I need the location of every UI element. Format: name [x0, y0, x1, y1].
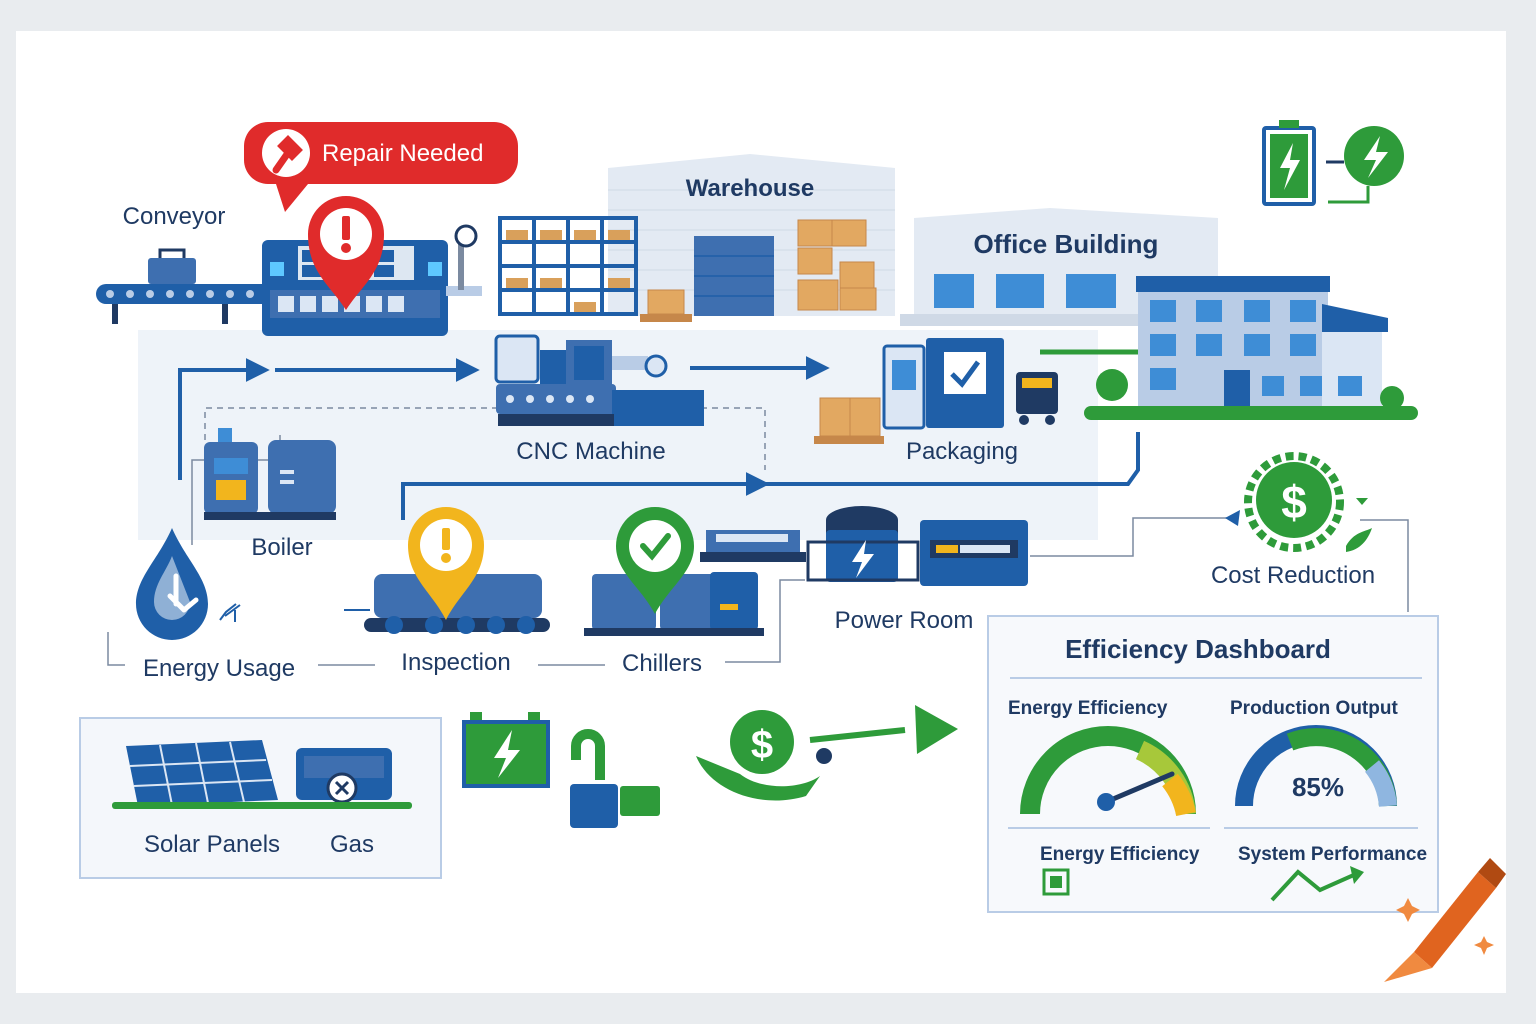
alert-pin-icon	[308, 196, 384, 310]
battery-icon	[1262, 120, 1316, 206]
system-performance-label: System Performance	[1238, 844, 1427, 865]
cost-reduction-label: Cost Reduction	[1211, 562, 1375, 589]
inspection-machine-icon	[364, 574, 550, 634]
chillers-label: Chillers	[622, 650, 702, 677]
energy-bolt-icon	[1326, 126, 1404, 204]
power-room-label: Power Room	[835, 607, 974, 634]
cnc-machine-label: CNC Machine	[516, 438, 665, 465]
chip-icon	[1042, 868, 1070, 896]
wrench-icon	[272, 135, 303, 174]
sparkle-icon	[1396, 898, 1420, 922]
gauge-needle	[1103, 771, 1175, 805]
inspection-label: Inspection	[401, 649, 510, 676]
packaging-icon	[814, 338, 1058, 444]
gas-pipe-icon	[570, 729, 660, 828]
hand-pointer-icon	[167, 573, 199, 613]
energy-efficiency-label-2: Energy Efficiency	[1040, 844, 1200, 865]
factory-energy-diagram: Conveyor Repair Needed	[79, 120, 1506, 982]
office-building-label: Office Building	[974, 229, 1159, 259]
gas-label: Gas	[330, 831, 374, 858]
repair-needed-badge: Repair Needed	[244, 122, 518, 212]
car-battery-icon	[462, 712, 550, 788]
diagram-card: Conveyor Repair Needed	[16, 31, 1506, 993]
repair-needed-label: Repair Needed	[322, 140, 483, 167]
conveyor-label: Conveyor	[123, 203, 226, 230]
warehouse-icon	[498, 154, 895, 322]
production-output-label: Production Output	[1230, 698, 1398, 719]
energy-usage-label: Energy Usage	[143, 655, 295, 682]
packaging-label: Packaging	[906, 438, 1018, 465]
warning-pin-icon	[408, 507, 484, 620]
solar-panels-label: Solar Panels	[144, 831, 280, 858]
leaf-icon	[1346, 528, 1372, 552]
cost-reduction-icon: $	[1244, 452, 1372, 552]
fan-icon	[334, 780, 350, 796]
office-building-icon	[900, 208, 1418, 420]
solar-panel-icon	[126, 740, 278, 806]
conveyor-icon	[96, 248, 276, 324]
trend-line-icon	[1270, 866, 1364, 902]
chillers-icon	[584, 530, 806, 636]
cargo-boxes-icon	[647, 219, 877, 315]
dollar-coin-icon: $	[751, 723, 773, 767]
production-output-gauge: 85%	[1235, 725, 1397, 808]
production-output-value: 85%	[1292, 772, 1344, 802]
sparkle-icon	[1474, 936, 1494, 955]
cnc-machine-icon	[494, 334, 704, 426]
boiler-icon	[204, 428, 336, 520]
warehouse-label: Warehouse	[686, 175, 814, 202]
water-drop-icon	[136, 528, 208, 640]
lightning-icon	[852, 540, 874, 578]
dashboard-title: Efficiency Dashboard	[1065, 634, 1331, 664]
flow-arrows	[107, 349, 1409, 754]
savings-hand-icon: $	[696, 710, 832, 801]
shelving-icon	[498, 216, 638, 316]
ground-line	[112, 802, 412, 809]
crayon-icon	[1384, 858, 1506, 982]
energy-efficiency-label: Energy Efficiency	[1008, 698, 1168, 719]
dollar-icon: $	[1281, 476, 1307, 528]
power-room-icon	[806, 506, 1028, 586]
gas-generator-icon	[296, 748, 392, 804]
energy-efficiency-gauge	[1020, 726, 1196, 817]
check-pin-icon	[616, 507, 694, 614]
boiler-label: Boiler	[251, 534, 312, 561]
